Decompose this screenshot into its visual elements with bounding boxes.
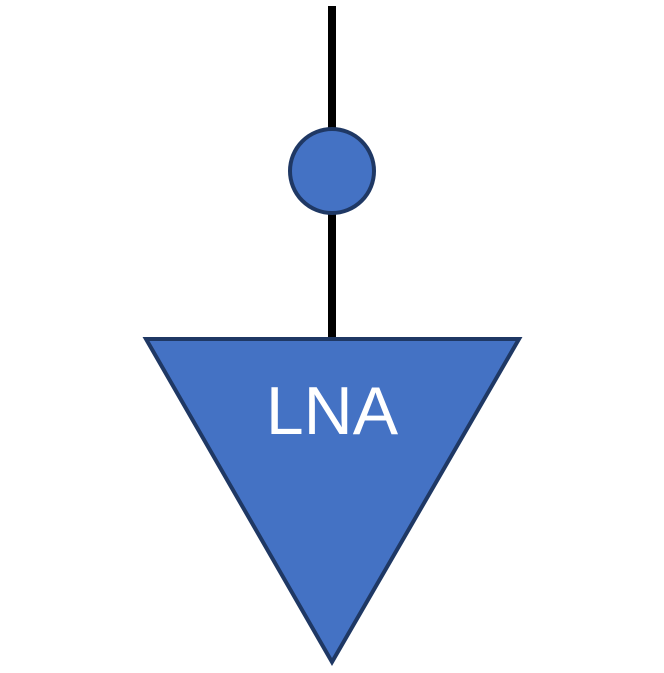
amplifier-label: LNA [266,373,399,449]
amplifier-triangle [142,337,523,666]
connection-node [288,127,376,215]
